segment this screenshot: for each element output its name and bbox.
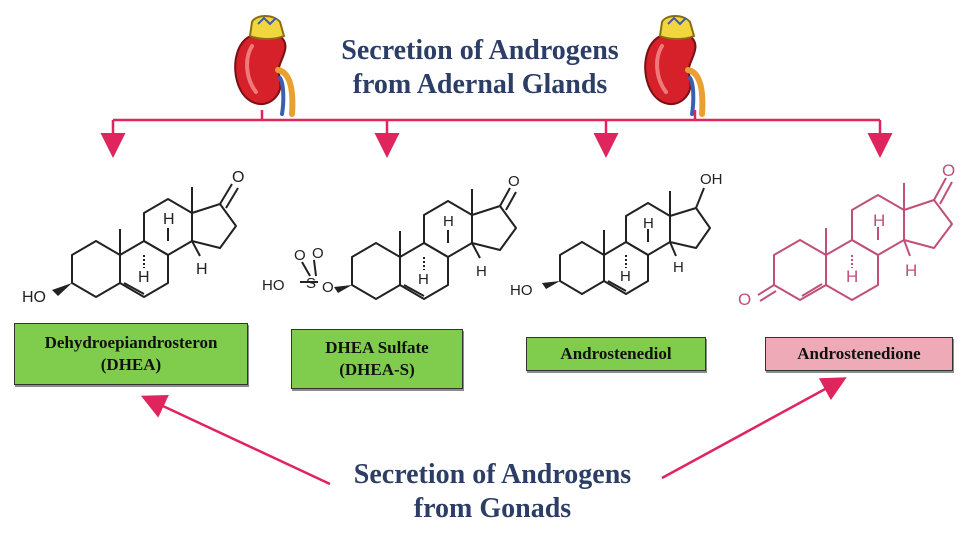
androstenedione-h3: H [905, 261, 917, 280]
dheas-sulfo-o3: O [322, 279, 334, 296]
dhea-h1: H [138, 269, 150, 286]
adrenal-secretion-title: Secretion of Androgens from Adernal Glan… [341, 35, 619, 100]
structure-dhea [52, 183, 239, 298]
androstenediol-oh: OH [700, 171, 723, 188]
androstenediol-h1: H [620, 268, 631, 285]
adrenal-gland-kidney-icon [645, 16, 702, 114]
adrenal-gland-kidney-icon [235, 16, 292, 114]
androstenedione-h1: H [846, 267, 858, 286]
dheas-h1: H [418, 271, 429, 288]
label-androstenediol: Androstenediol [526, 337, 706, 371]
androstenediol-h2: H [643, 215, 654, 232]
dheas-sulfo-o2: O [312, 245, 324, 262]
dheas-h3: H [476, 263, 487, 280]
label-androstenedione: Androstenedione [765, 337, 953, 371]
dhea-h2: H [163, 211, 175, 228]
dhea-hydroxyl: HO [22, 289, 46, 306]
label-dhea-sulfate: DHEA Sulfate (DHEA-S) [291, 329, 463, 389]
label-androstenediol-text: Androstenediol [560, 344, 672, 363]
gonad-secretion-title: Secretion of Androgens from Gonads [353, 459, 632, 524]
dheas-h2: H [443, 213, 454, 230]
dheas-sulfo-o1: O [294, 247, 306, 264]
dheas-sulfo-ho: HO [262, 277, 285, 294]
dhea-oxo: O [232, 169, 244, 186]
androstenedione-oxo-left: O [738, 290, 751, 309]
androstenediol-hydroxyl: HO [510, 282, 533, 299]
label-dhea-text: Dehydroepiandrosteron (DHEA) [44, 333, 218, 374]
dhea-h3: H [196, 261, 208, 278]
androstenediol-h3: H [673, 259, 684, 276]
structure-dhea-s [300, 187, 517, 300]
structure-androstenediol [542, 187, 711, 295]
label-dhea-sulfate-text: DHEA Sulfate (DHEA-S) [325, 338, 429, 379]
androstenedione-oxo-top: O [942, 161, 955, 180]
label-androstenedione-text: Androstenedione [797, 344, 921, 363]
top-connector-lines [100, 110, 893, 158]
androstenedione-h2: H [873, 211, 885, 230]
dheas-oxo: O [508, 173, 520, 190]
bottom-arrows [140, 377, 847, 486]
structure-androstenedione [757, 177, 953, 302]
dheas-sulfo-s: S [306, 275, 316, 292]
label-dhea: Dehydroepiandrosteron (DHEA) [14, 323, 248, 385]
